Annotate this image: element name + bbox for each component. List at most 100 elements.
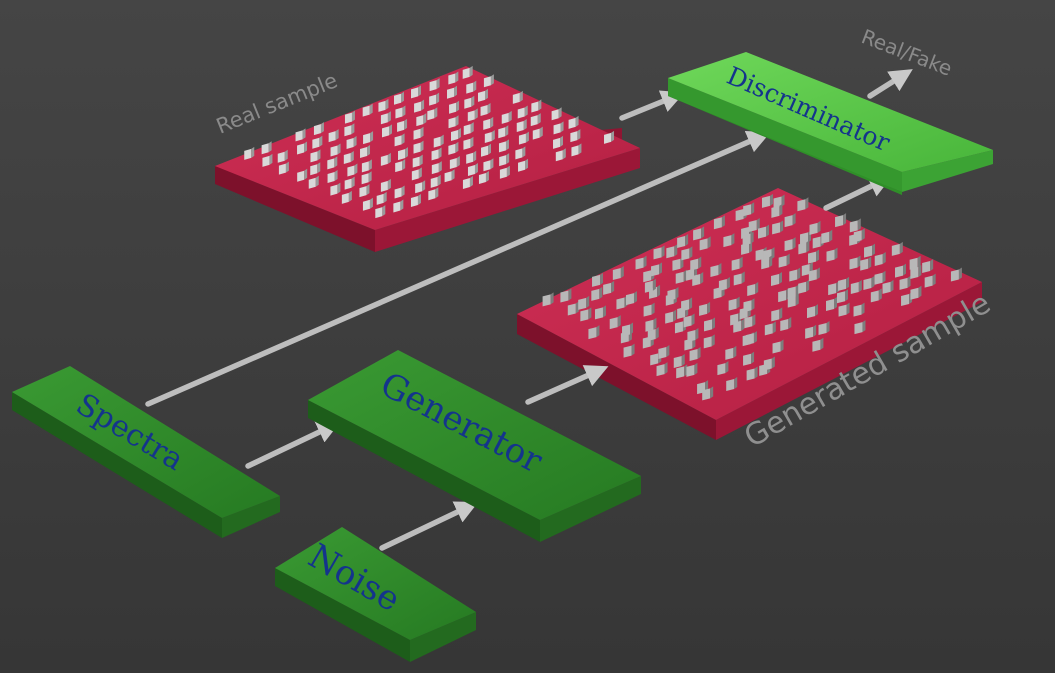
sample-feature-side [653, 317, 657, 330]
sample-feature [731, 258, 740, 271]
sample-feature [891, 243, 900, 256]
sample-feature [344, 112, 352, 124]
sample-feature [499, 167, 507, 179]
arrow-discriminator-to-output [867, 69, 913, 99]
sample-feature-side [490, 116, 494, 128]
sample-feature-side [440, 134, 444, 146]
sample-feature-side [661, 245, 665, 258]
sample-feature [512, 92, 520, 104]
sample-feature-side [418, 85, 422, 97]
sample-feature-side [930, 258, 934, 271]
sample-feature-side [862, 320, 866, 333]
sample-feature [604, 132, 612, 144]
sample-feature-side [505, 139, 509, 151]
sample-feature-side [401, 91, 405, 103]
sample-feature-side [285, 161, 289, 173]
sample-feature-side [918, 285, 922, 298]
sample-feature-side [795, 284, 799, 297]
sample-feature-side [820, 337, 824, 350]
sample-feature-side [633, 291, 637, 304]
sample-feature-side [932, 273, 936, 286]
sample-feature-side [769, 255, 773, 268]
sample-feature-side [382, 205, 386, 217]
sample-feature [429, 80, 437, 92]
sample-feature-side [401, 185, 405, 197]
sample-feature [713, 217, 722, 230]
sample-feature [466, 152, 474, 164]
sample-feature [874, 272, 883, 285]
sample-feature [463, 138, 471, 150]
sample-feature [686, 364, 695, 377]
sample-feature-side [907, 275, 911, 288]
sample-feature [674, 321, 683, 334]
sample-feature-side [733, 345, 737, 358]
sample-feature-side [918, 264, 922, 277]
sample-feature-side [366, 184, 370, 196]
sample-feature [553, 123, 561, 135]
sample-feature [870, 290, 879, 303]
sample-feature-side [710, 386, 714, 399]
sample-feature-side [578, 143, 582, 155]
sample-feature [780, 318, 789, 331]
sample-feature [580, 309, 589, 322]
sample-feature [413, 128, 421, 140]
sample-feature-side [751, 351, 755, 364]
sample-feature [262, 155, 270, 167]
sample-feature-side [575, 301, 579, 314]
sample-feature-side [643, 255, 647, 268]
sample-feature-side [872, 243, 876, 256]
sample-feature [450, 129, 458, 141]
sample-feature [380, 154, 388, 166]
sample-feature-side [337, 143, 341, 155]
sample-feature-side [474, 163, 478, 175]
sample-feature [244, 148, 252, 160]
sample-feature-side [335, 129, 339, 141]
sample-feature-side [779, 272, 783, 285]
sample-feature-side [711, 334, 715, 347]
sample-feature-side [469, 65, 473, 77]
sample-feature [699, 238, 708, 251]
sample-feature [675, 271, 684, 284]
sample-feature-side [750, 231, 754, 244]
sample-feature-side [334, 170, 338, 182]
sample-feature-side [786, 253, 790, 266]
sample-feature-side [506, 165, 510, 177]
sample-feature [532, 128, 540, 140]
sample-feature [375, 207, 383, 219]
sample-feature [380, 180, 388, 192]
sample-feature-side [337, 182, 341, 194]
sample-feature-side [666, 345, 670, 358]
sample-feature-side [348, 190, 352, 202]
sample-feature [394, 135, 402, 147]
sample-feature [431, 163, 439, 175]
sample-feature-side [689, 297, 693, 310]
sample-feature [448, 143, 456, 155]
sample-feature-side [487, 102, 491, 114]
sample-feature [773, 196, 782, 209]
sample-feature [398, 149, 406, 161]
sample-feature-side [454, 85, 458, 97]
sample-feature [430, 176, 438, 188]
sample-feature [723, 235, 732, 248]
arrow-spectra-to-generator [245, 421, 341, 469]
sample-feature [361, 173, 369, 185]
sample-feature [344, 178, 352, 190]
sample-feature-side [771, 356, 775, 369]
sample-feature [643, 304, 652, 317]
sample-feature-side [351, 176, 355, 188]
sample-feature [410, 195, 418, 207]
sample-feature [778, 290, 787, 303]
sample-feature [567, 303, 576, 316]
sample-feature-side [434, 107, 438, 119]
sample-feature-side [385, 98, 389, 110]
sample-feature-side [726, 277, 730, 290]
sample-feature-side [519, 90, 523, 102]
sample-feature-side [302, 128, 306, 140]
sample-feature [518, 160, 526, 172]
sample-feature [763, 358, 772, 371]
sample-feature [854, 322, 863, 335]
sample-feature-side [857, 255, 861, 268]
sample-feature [748, 220, 757, 233]
sample-feature [308, 177, 316, 189]
sample-feature [681, 248, 690, 261]
